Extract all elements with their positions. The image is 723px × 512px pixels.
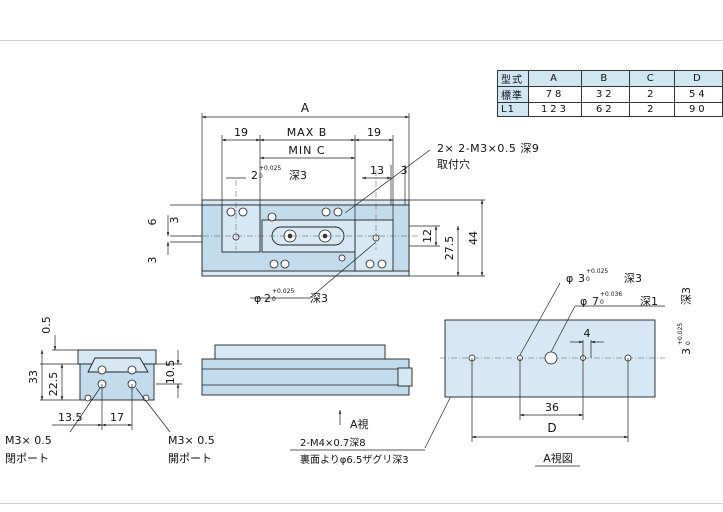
mount-hole (280, 259, 290, 269)
dim-3-b: 3 (146, 257, 159, 264)
pin-hole-bottom-size: 2 (264, 292, 271, 305)
dim-3-a: 3 (168, 217, 181, 224)
leader-line (550, 305, 576, 353)
counterbore-hole (544, 351, 558, 365)
spec-header-model: 型式 (496, 70, 530, 87)
spec-cell: 標準 (496, 86, 530, 103)
dim-27-5: 27.5 (443, 236, 456, 261)
mount-hole (333, 207, 343, 217)
mount-hole (269, 259, 279, 269)
dim-10-5: 10.5 (164, 360, 177, 385)
right-label-main: 3 (680, 348, 693, 355)
dim-d: D (547, 421, 556, 435)
dim-a-label: A (301, 101, 310, 115)
hole1-tol2: 0 (586, 276, 590, 283)
hole2-tol2: 0 (600, 299, 604, 306)
front-callout-line1: 2-M4×0.7深8 (300, 437, 366, 449)
dim-13-5: 13.5 (58, 411, 83, 424)
spec-table-row: 標準 78 32 2 54 (496, 86, 723, 103)
min-c-label: MIN C (288, 144, 325, 157)
spec-table-row: L1 123 62 2 90 (496, 102, 723, 117)
hole1-phi: φ (566, 272, 573, 285)
dim-33: 33 (27, 370, 40, 384)
mount-hole (267, 212, 277, 222)
close-port-size: M3× 0.5 (5, 434, 52, 447)
mount-hole (365, 259, 375, 269)
right-label-depth: 深3 (680, 287, 693, 305)
hole2-tol: +0.036 (600, 291, 622, 298)
right-edge-label: 3 +0.025 0 深3 (677, 287, 693, 355)
pin-hole-top-tol2: 0 (259, 173, 263, 180)
dim-6: 6 (146, 219, 159, 226)
top-separator-line (0, 40, 723, 41)
dim-13: 13 (370, 164, 384, 177)
dim-44: 44 (467, 231, 480, 245)
leader-line (309, 241, 377, 299)
bottom-view-caption: A視図 (543, 451, 573, 465)
dim-4: 4 (584, 327, 591, 340)
hole1-size: 3 (578, 272, 585, 285)
hole2-phi: φ (580, 295, 587, 308)
hole1-tol: +0.025 (586, 268, 608, 275)
mount-hole (238, 207, 248, 217)
leader-line (69, 387, 101, 433)
pin-hole-top-depth: 深3 (289, 169, 307, 182)
dim-3-top: 3 (401, 164, 408, 177)
right-label-tol: +0.025 (677, 323, 684, 345)
pin-hole (338, 254, 346, 262)
spec-cell: 90 (673, 102, 723, 117)
mount-callout-line2: 取付穴 (437, 157, 470, 171)
bottom-separator-line (0, 503, 723, 504)
mount-hole (377, 259, 387, 269)
max-b-label: MAX B (287, 126, 328, 139)
mount-hole (321, 207, 331, 217)
spec-header-b: B (580, 70, 630, 87)
top-view: A 19 19 MAX B MIN C 13 3 2 +0.025 (146, 101, 539, 305)
leader-line (519, 282, 561, 356)
right-label-tol2: 0 (685, 341, 692, 345)
dim-0-5: 0.5 (40, 316, 53, 334)
hole2-depth: 深1 (640, 295, 658, 308)
front-callout-line2: 裏面よりφ6.5ザグリ深3 (300, 453, 409, 466)
spec-cell: 62 (580, 102, 630, 117)
pin-hole-bottom-tol2: 0 (272, 296, 276, 303)
pin-hole-bottom-depth: 深3 (310, 292, 328, 305)
bottom-view: φ 3 +0.025 0 深3 φ 7 +0.036 0 深1 3 +0.025… (440, 268, 693, 467)
leader-line (135, 387, 171, 433)
open-port-size: M3× 0.5 (168, 434, 215, 447)
hole2-size: 7 (592, 295, 599, 308)
hole1-depth: 深3 (624, 272, 642, 285)
open-port-label: 開ポート (168, 452, 212, 465)
front-view: A視 2-M4×0.7深8 裏面よりφ6.5ザグリ深3 (201, 344, 471, 466)
dim-36: 36 (545, 401, 559, 414)
pin-hole-top-tol: +0.025 (259, 165, 281, 172)
pin-hole-bottom-phi: φ (254, 292, 261, 305)
front-view-body (201, 358, 410, 396)
front-view-jaws (214, 344, 386, 360)
dim-17: 17 (110, 411, 124, 424)
pin-hole-bottom-tol: +0.025 (272, 288, 294, 295)
spec-header-a: A (528, 70, 582, 87)
spec-cell: L1 (496, 102, 530, 117)
front-view-endcap (397, 367, 413, 387)
spec-table-header-row: 型式 A B C D (496, 70, 723, 87)
view-a-label: A視 (350, 417, 369, 431)
dim-19-right: 19 (367, 126, 381, 139)
dim-12: 12 (421, 229, 434, 243)
dim-22-5: 22.5 (47, 372, 60, 397)
mount-hole (226, 207, 236, 217)
leader-line (344, 149, 431, 214)
spec-table: 型式 A B C D 標準 78 32 2 54 L1 123 62 2 90 (496, 70, 723, 117)
mount-callout-line1: 2× 2-M3×0.5 深9 (437, 142, 539, 155)
pin-hole-top-size: 2 (251, 169, 258, 182)
dim-19-left: 19 (234, 126, 248, 139)
side-view-wedge (87, 357, 149, 373)
close-port-label: 閉ポート (5, 452, 49, 465)
side-view: 0.5 33 22.5 10.5 13.5 17 M3× 0.5 閉ポート M3… (5, 316, 215, 465)
